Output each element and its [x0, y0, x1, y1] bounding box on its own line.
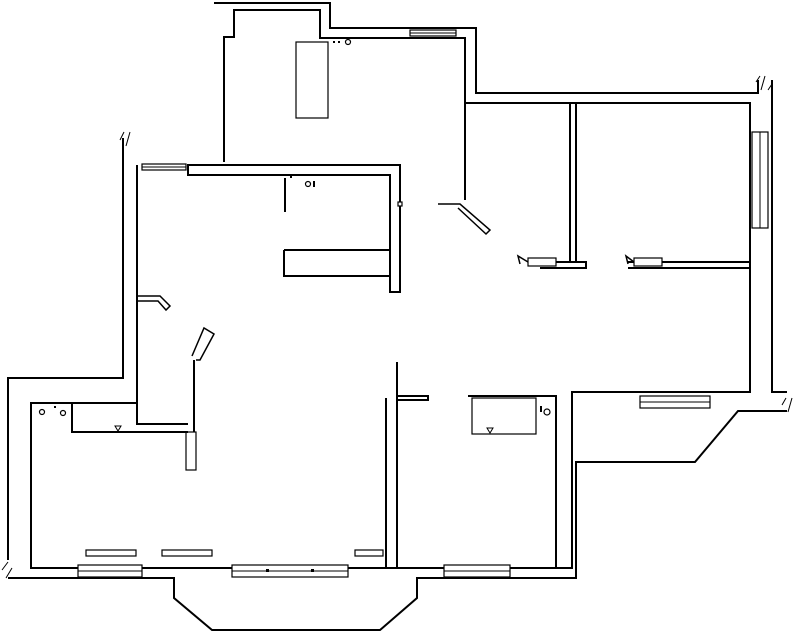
wall-stub-left: [185, 431, 197, 471]
door-stub: [397, 201, 403, 207]
top-fixture-dot-2: [338, 41, 340, 43]
outer-wall-outline: [7, 2, 787, 631]
counter-top-room: [295, 41, 329, 119]
door-arc-mid: [516, 254, 529, 265]
window-bottom-1: [77, 564, 143, 578]
inner-wall-outline: [30, 9, 751, 569]
radiator-1: [85, 549, 137, 557]
break-mark-top-right: [755, 75, 773, 91]
fixture-circle-2: [59, 409, 67, 417]
radiator-2: [161, 549, 213, 557]
fixture-dot-4: [54, 406, 56, 408]
wall-left-room-bottom: [136, 403, 188, 425]
fixture-dot-5: [540, 406, 542, 412]
radiator-3: [354, 549, 384, 557]
fixture-dot-1: [304, 180, 312, 188]
fixture-dot-3: [290, 176, 292, 178]
fixture-circle-1: [38, 408, 46, 416]
top-fixture-circle: [344, 38, 352, 46]
cabinet-bottom-right: [471, 397, 537, 435]
break-mark-bottom-left: [1, 561, 13, 579]
door-swing-1: [438, 203, 492, 236]
window-bottom-right: [639, 395, 711, 409]
break-mark-right: [781, 397, 793, 413]
window-bottom-2: [231, 564, 349, 578]
door-left-room: [138, 295, 172, 312]
door-arc-right: [624, 254, 635, 265]
top-fixture-dot-1: [333, 41, 335, 43]
break-mark-left: [119, 131, 131, 147]
triangle-marker-2: [486, 427, 494, 434]
window-left-room: [141, 163, 187, 171]
triangle-marker-1: [114, 425, 122, 432]
fixture-dot-2: [313, 181, 315, 187]
counter-shelf: [283, 249, 390, 277]
wall-mid-vertical-2: [569, 103, 577, 263]
window-bottom-3: [443, 564, 511, 578]
wall-top-room: [187, 164, 401, 293]
window-right: [751, 131, 769, 229]
wall-bottom-right-room: [468, 395, 557, 568]
door-leaf-mid: [527, 257, 557, 267]
window-top: [409, 29, 457, 37]
wall-right-room-bottom: [628, 261, 751, 269]
wall-bottom-left-room-top: [71, 403, 188, 433]
wall-corridor-cap: [397, 395, 429, 401]
door-angled: [191, 326, 215, 361]
fixture-circle-3: [543, 408, 551, 416]
wall-mid-horizontal: [540, 261, 587, 269]
door-leaf-right: [633, 257, 663, 267]
